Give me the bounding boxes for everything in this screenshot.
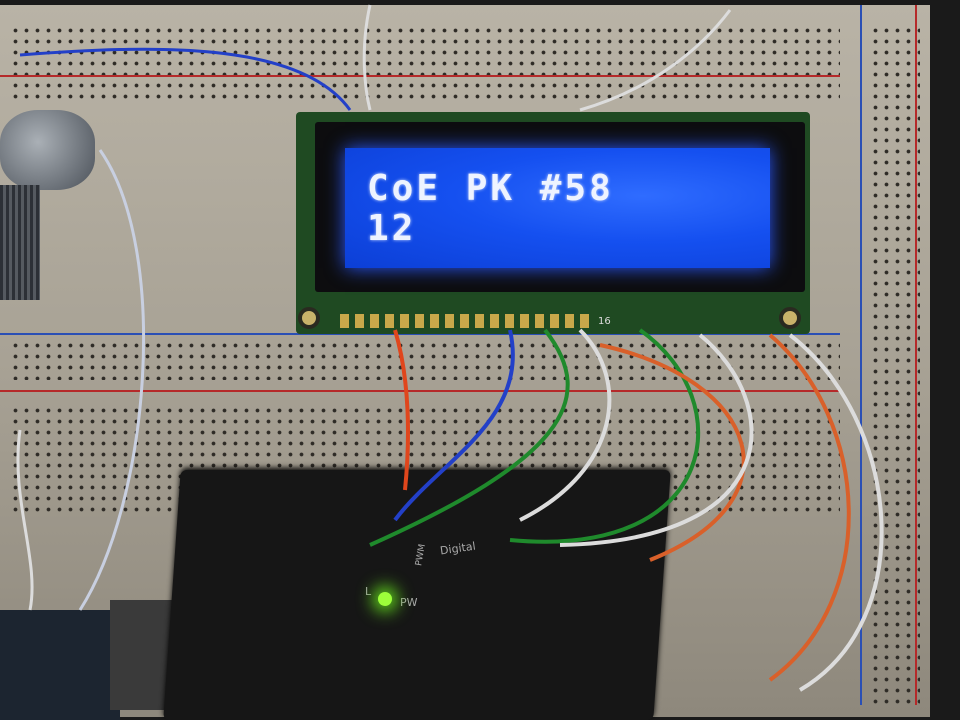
rail-red [915,5,917,705]
wire-white [362,4,372,111]
led-l-label: L [365,585,372,598]
wire-red [393,329,410,491]
rail-red [0,390,840,392]
breadboard-holes-top [10,25,840,105]
wire-blue [393,329,515,522]
wire-white [559,333,754,547]
wire-white [16,429,34,611]
led-pw-label: PW [400,596,418,609]
mount-hole [298,307,320,329]
potentiometer-shaft [0,185,40,300]
wire-orange [599,343,746,562]
lcd-screen: CoE PK #58 12 [345,148,770,268]
usb-cable [0,610,120,720]
breadboard-holes-rail [10,340,840,380]
wire-orange [768,333,851,682]
lcd-line-2: 12 [367,208,417,249]
wire-blue [19,47,352,111]
rail-red [0,75,840,77]
rail-blue [0,333,840,335]
lcd-line-1: CoE PK #58 [367,168,614,209]
wire-green [509,328,701,544]
rail-blue [860,5,862,705]
wire-white [579,9,732,112]
wire-potentiometer [78,149,146,611]
wire-white [519,328,612,522]
wire-green [369,328,570,547]
mount-hole [779,307,801,329]
power-led [378,592,392,606]
wire-white [788,333,884,692]
lcd-header-pins [340,314,595,328]
breadboard-holes-right [870,25,920,705]
potentiometer[interactable] [0,110,95,190]
pin-label: 16 [598,316,611,327]
